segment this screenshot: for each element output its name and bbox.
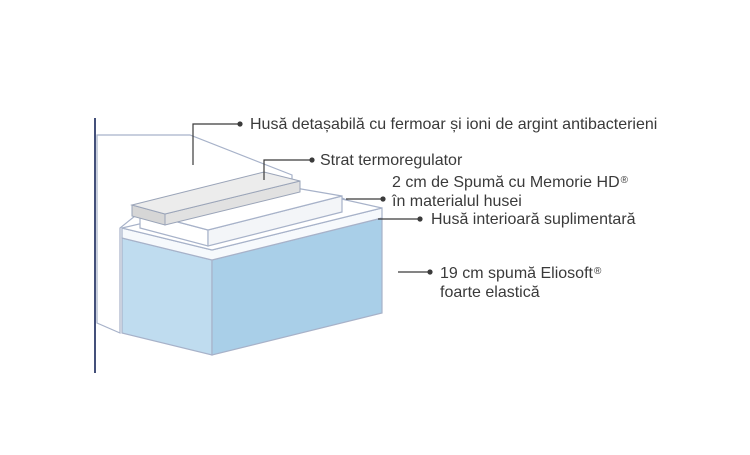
label-cover: Husă detașabilă cu fermoar și ioni de ar… <box>250 115 657 134</box>
label-inner-cover-text: Husă interioară suplimentară <box>431 211 636 228</box>
label-eliosoft: 19 cm spumă Eliosoft® foarte elastică <box>440 264 601 302</box>
registered-mark: ® <box>593 266 602 277</box>
leader-dot-thermo <box>309 157 315 163</box>
label-thermo: Strat termoregulator <box>320 151 462 170</box>
leader-lines <box>192 123 428 273</box>
label-eliosoft-line1-text: 19 cm spumă Eliosoft <box>440 265 593 282</box>
leader-cover <box>192 123 238 165</box>
leader-dot-memory <box>380 196 386 202</box>
label-memory-line2: în materialul husei <box>392 193 522 210</box>
label-eliosoft-line1: 19 cm spumă Eliosoft® <box>440 264 601 283</box>
label-cover-text: Husă detașabilă cu fermoar și ioni de ar… <box>250 116 658 133</box>
leader-dot-cover <box>237 121 243 127</box>
label-memory-foam: 2 cm de Spumă cu Memorie HD® în material… <box>392 173 628 211</box>
leader-dot-eliosoft <box>427 269 433 275</box>
registered-mark: ® <box>620 175 629 186</box>
leader-dots <box>237 121 433 275</box>
label-inner-cover: Husă interioară suplimentară <box>431 210 636 229</box>
label-thermo-text: Strat termoregulator <box>320 152 463 169</box>
label-memory-line1: 2 cm de Spumă cu Memorie HD® <box>392 173 628 192</box>
label-memory-line1-text: 2 cm de Spumă cu Memorie HD <box>392 174 620 191</box>
leader-thermo <box>263 159 310 180</box>
label-eliosoft-line2: foarte elastică <box>440 284 540 301</box>
thermo-layer-top <box>130 171 301 215</box>
leader-dot-inner-cover <box>417 216 423 222</box>
